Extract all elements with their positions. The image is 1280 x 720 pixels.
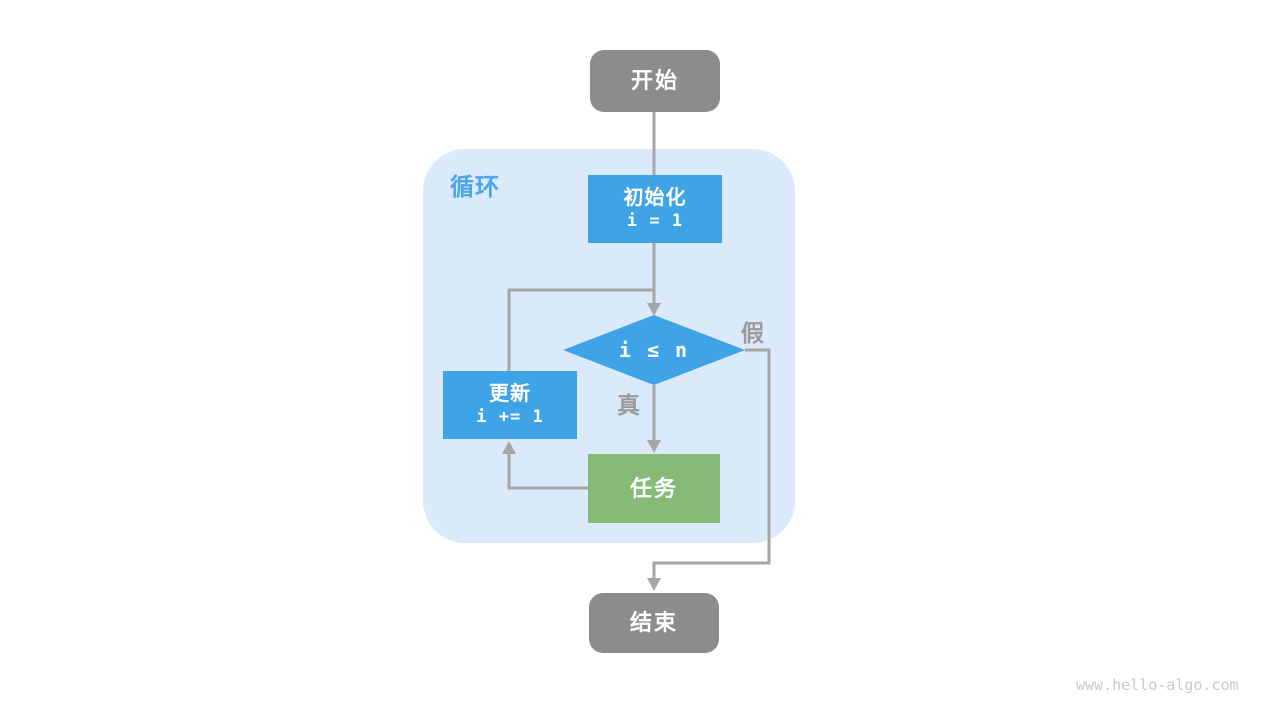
update-node-code: i += 1 bbox=[476, 406, 544, 427]
update-node-title: 更新 bbox=[489, 382, 531, 405]
end-node-label: 结束 bbox=[629, 610, 678, 636]
init-node-code: i = 1 bbox=[626, 210, 684, 231]
arrowhead-into-end bbox=[647, 578, 661, 591]
edge-task-to-update bbox=[507, 454, 588, 490]
condition-node-label: i ≤ n bbox=[618, 337, 690, 362]
arrowhead-into-task bbox=[647, 440, 661, 453]
false-branch-label: 假 bbox=[741, 320, 764, 346]
arrowhead-into-condition bbox=[647, 303, 661, 316]
true-branch-label: 真 bbox=[617, 392, 640, 418]
watermark-text: www.hello-algo.com bbox=[1076, 676, 1239, 694]
start-node-label: 开始 bbox=[630, 68, 679, 94]
loop-container-label: 循环 bbox=[450, 174, 500, 201]
update-node: 更新 i += 1 bbox=[443, 371, 577, 439]
arrowhead-into-update bbox=[502, 441, 516, 454]
task-node-label: 任务 bbox=[629, 475, 678, 501]
init-node: 初始化 i = 1 bbox=[588, 175, 722, 243]
edge-condition-to-end bbox=[652, 348, 771, 578]
end-node: 结束 bbox=[589, 593, 719, 653]
init-node-title: 初始化 bbox=[623, 186, 687, 209]
task-node: 任务 bbox=[588, 454, 720, 523]
start-node: 开始 bbox=[590, 50, 720, 112]
edge-update-to-condition bbox=[507, 288, 654, 371]
